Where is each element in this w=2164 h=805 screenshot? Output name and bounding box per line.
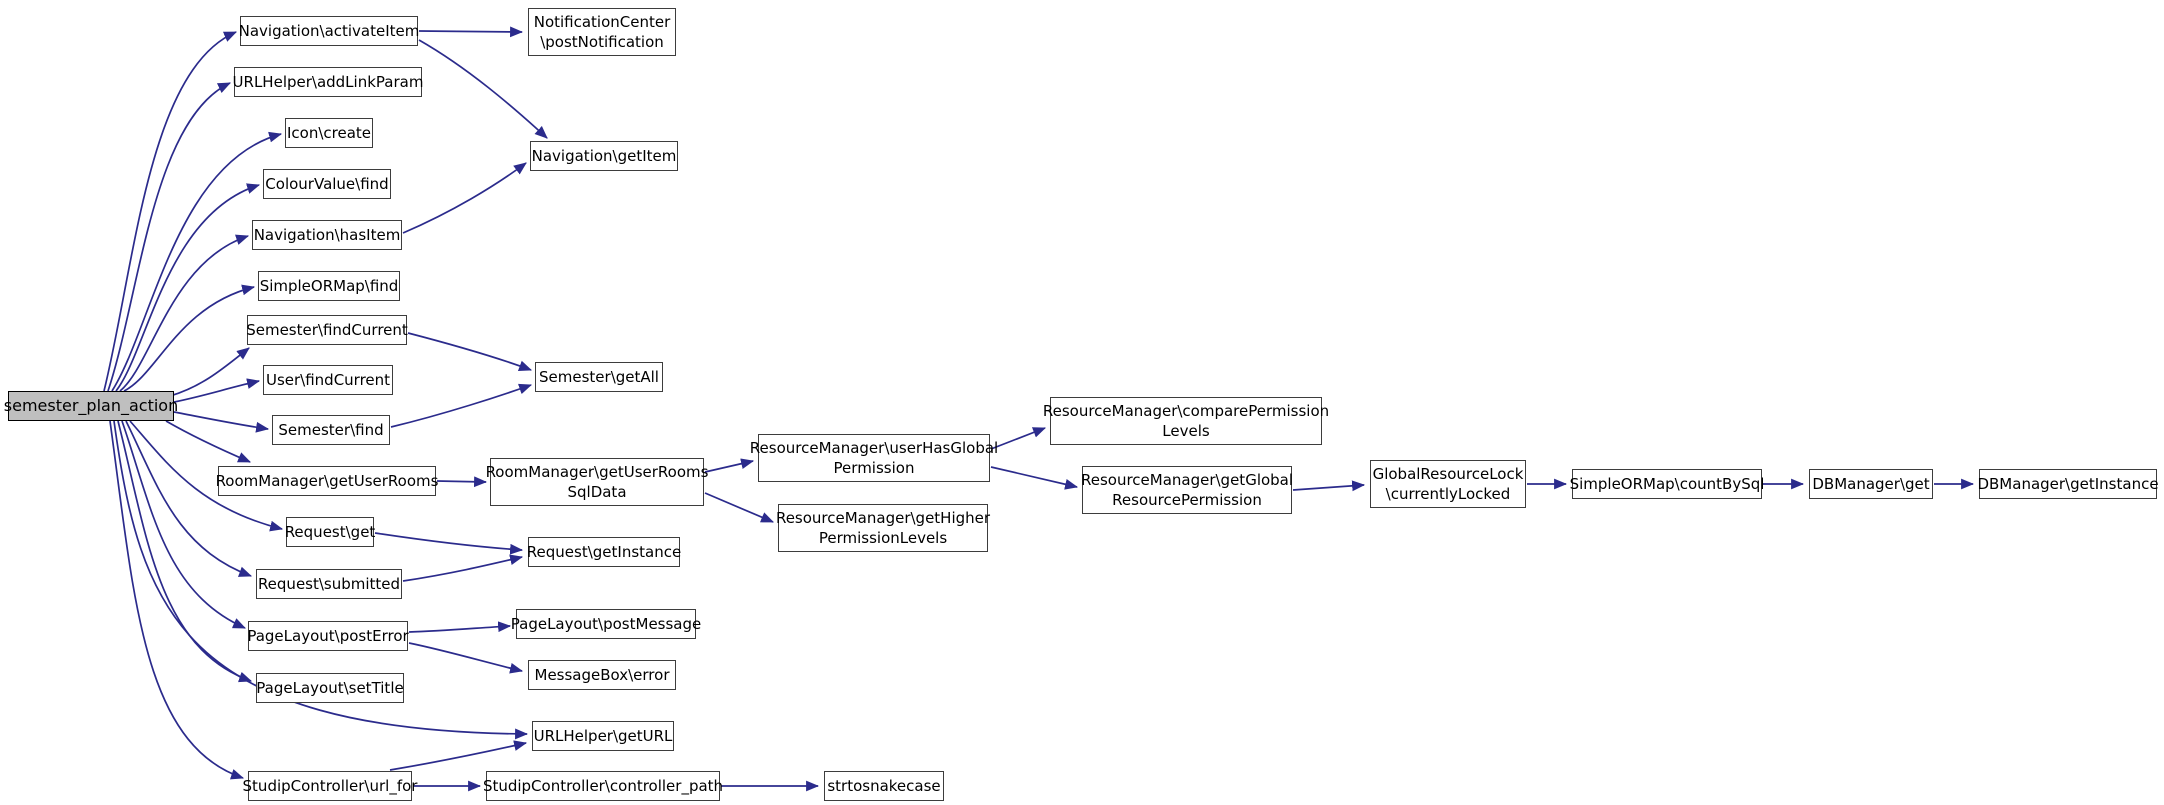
edge-hasitem-getitem	[402, 162, 527, 234]
node-pagelayout-postmessage[interactable]: PageLayout\postMessage	[511, 609, 701, 639]
node-navigation-hasitem[interactable]: Navigation\hasItem	[252, 220, 402, 250]
edge-posterror-postmessage	[408, 621, 512, 633]
node-studipcontroller-url-for[interactable]: StudipController\url_for	[243, 771, 417, 801]
edge-root-colourvalue-find	[115, 183, 261, 392]
node-request-get[interactable]: Request\get	[285, 517, 375, 547]
edge-userhasglobal-getglobalresourcepermission	[990, 466, 1079, 490]
node-request-submitted[interactable]: Request\submitted	[256, 569, 402, 599]
edge-userhasglobal-comparepermissionlevels	[990, 427, 1047, 450]
node-pagelayout-posterror[interactable]: PageLayout\postError	[247, 621, 409, 651]
node-messagebox-error[interactable]: MessageBox\error	[528, 660, 676, 690]
node-studipcontroller-controller-path[interactable]: StudipController\controller_path	[483, 771, 723, 801]
node-simpleormap-find[interactable]: SimpleORMap\find	[258, 271, 400, 301]
edge-root-navigation-activateitem	[103, 31, 237, 392]
edge-root-studipcontroller-url-for	[109, 420, 245, 780]
node-dbmanager-get[interactable]: DBManager\get	[1809, 469, 1933, 499]
edge-posterror-messagebox-error	[408, 642, 524, 674]
node-notificationcenter-postnotification[interactable]: NotificationCenter \postNotification	[528, 8, 676, 56]
edge-root-urlhelper-geturl	[113, 420, 529, 740]
edge-activateitem-postnotification	[418, 26, 524, 38]
edge-getglobal-currentlylocked	[1292, 480, 1366, 492]
node-strtosnakecase[interactable]: strtosnakecase	[824, 771, 944, 801]
node-navigation-activateitem[interactable]: Navigation\activateItem	[239, 16, 419, 46]
node-colourvalue-find[interactable]: ColourValue\find	[263, 169, 391, 199]
edge-find-getall	[390, 383, 533, 428]
node-icon-create[interactable]: Icon\create	[285, 118, 373, 148]
edge-root-pagelayout-settitle	[117, 420, 253, 683]
node-urlhelper-addlinkparam[interactable]: URLHelper\addLinkParam	[233, 67, 423, 97]
node-simpleormap-countbysql[interactable]: SimpleORMap\countBySql	[1570, 469, 1764, 499]
edge-request-get-getinstance	[374, 532, 524, 555]
node-request-getinstance[interactable]: Request\getInstance	[527, 537, 681, 567]
node-roommanager-getuserrooms[interactable]: RoomManager\getUserRooms	[216, 466, 438, 496]
edge-getuserrooms-sqldata	[436, 476, 488, 488]
node-semester-findcurrent[interactable]: Semester\findCurrent	[246, 315, 408, 345]
node-dbmanager-getinstance[interactable]: DBManager\getInstance	[1977, 469, 2159, 499]
node-resourcemanager-getglobalresourcepermission[interactable]: ResourceManager\getGlobal ResourcePermis…	[1081, 466, 1293, 514]
edge-root-roommanager-getuserrooms	[165, 420, 251, 463]
edge-url-for-geturl	[389, 740, 528, 771]
node-navigation-getitem[interactable]: Navigation\getItem	[530, 141, 678, 171]
edge-root-request-submitted	[125, 420, 253, 577]
node-urlhelper-geturl[interactable]: URLHelper\getURL	[532, 721, 674, 751]
node-roommanager-getuserroomssqldata[interactable]: RoomManager\getUserRooms SqlData	[486, 458, 708, 506]
node-resourcemanager-comparepermissionlevels[interactable]: ResourceManager\comparePermission Levels	[1043, 397, 1329, 445]
edge-root-simpleormap-find	[123, 284, 256, 392]
edge-sqldata-userhasglobalpermission	[704, 458, 755, 473]
edge-root-semester-findcurrent	[169, 347, 250, 397]
edge-root-navigation-hasitem	[119, 234, 250, 392]
edge-root-urlhelper-addlinkparam	[107, 82, 231, 392]
node-pagelayout-settitle[interactable]: PageLayout\setTitle	[256, 673, 404, 703]
node-semester-getall[interactable]: Semester\getAll	[535, 362, 663, 392]
edge-root-semester-find	[173, 411, 270, 433]
node-globalresourcelock-currentlylocked[interactable]: GlobalResourceLock \currentlyLocked	[1370, 460, 1526, 508]
edge-request-submitted-getinstance	[402, 554, 524, 582]
edge-sqldata-gethigherpermissionlevels	[704, 492, 774, 523]
node-resourcemanager-gethigherpermissionlevels[interactable]: ResourceManager\getHigher PermissionLeve…	[776, 504, 990, 552]
node-semester-plan-action: semester_plan_action	[4, 391, 178, 421]
edge-root-request-get	[129, 420, 284, 532]
node-semester-find[interactable]: Semester\find	[272, 415, 390, 445]
node-resourcemanager-userhasglobalpermission[interactable]: ResourceManager\userHasGlobal Permission	[750, 434, 998, 482]
edge-root-user-findcurrent	[173, 378, 261, 403]
edge-findcurrent-getall	[407, 332, 533, 371]
edge-root-pagelayout-posterror	[121, 420, 246, 629]
node-user-findcurrent[interactable]: User\findCurrent	[263, 365, 393, 395]
edge-root-icon-create	[111, 131, 283, 392]
edge-activateitem-getitem	[418, 39, 548, 139]
